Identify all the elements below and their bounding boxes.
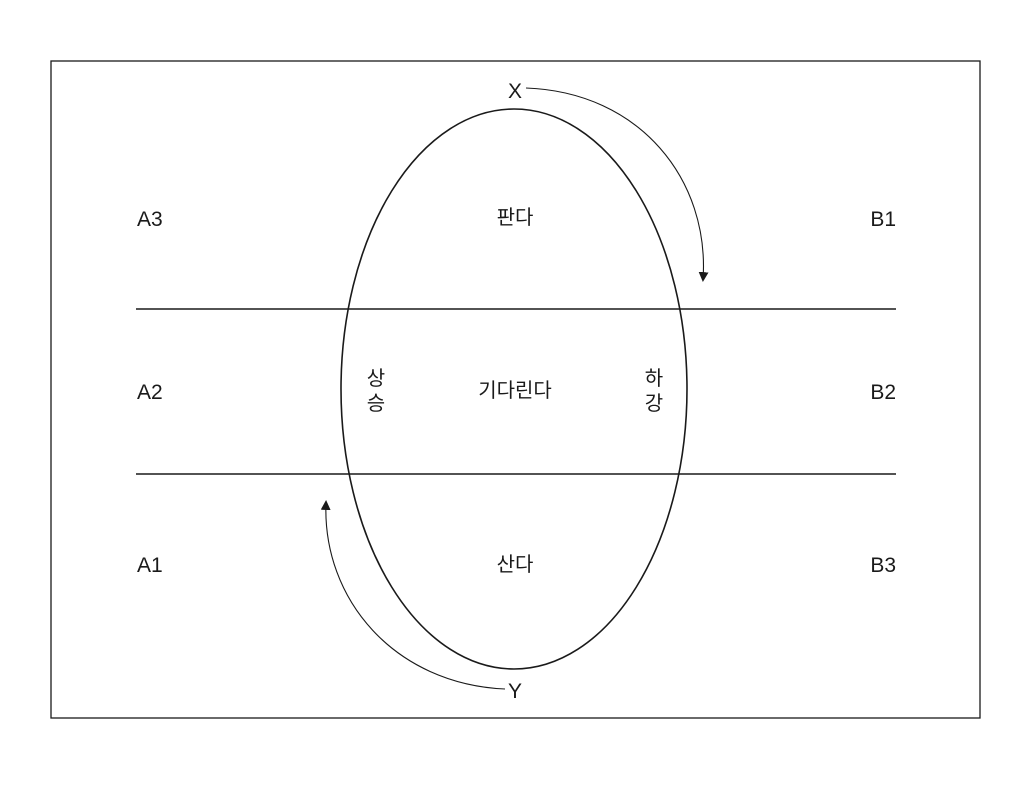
fall-label-char-1: 하 xyxy=(645,366,663,390)
label-a1: A1 xyxy=(137,554,163,577)
point-y-label: Y xyxy=(508,680,522,703)
label-a2: A2 xyxy=(137,381,163,404)
rising-arrow xyxy=(320,500,506,690)
label-b3: B3 xyxy=(870,554,896,577)
zone-sell-label: 판다 xyxy=(497,205,534,229)
rise-label-char-2: 승 xyxy=(367,391,385,415)
cycle-ellipse xyxy=(340,108,688,670)
falling-arrow xyxy=(525,87,709,282)
label-b2: B2 xyxy=(870,381,896,404)
point-x-label: X xyxy=(508,80,522,103)
label-a3: A3 xyxy=(137,208,163,231)
rise-label-char-1: 상 xyxy=(367,366,385,390)
zone-wait-label: 기다린다 xyxy=(478,378,552,402)
diagram-frame xyxy=(50,60,981,719)
label-b1: B1 xyxy=(870,208,896,231)
zone-buy-label: 산다 xyxy=(497,552,534,576)
fall-label-char-2: 강 xyxy=(645,391,663,415)
